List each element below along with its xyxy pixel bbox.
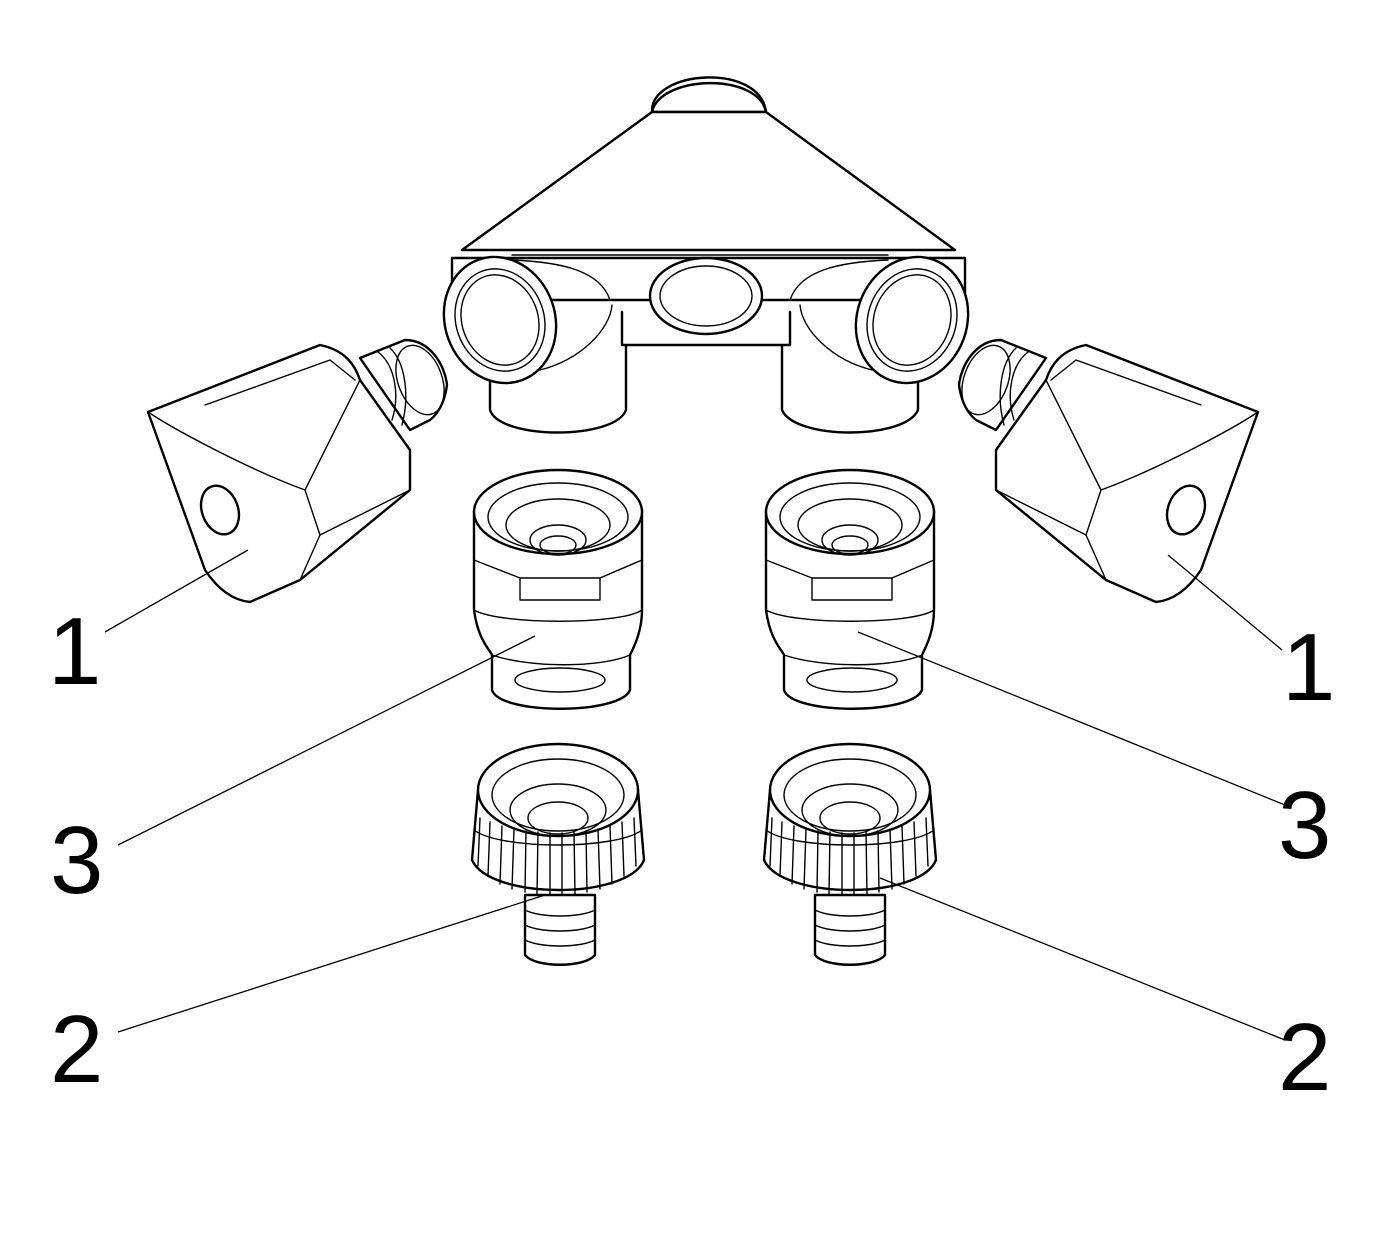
callout-labels: 1 1 3 3 2 2 bbox=[48, 598, 1335, 1111]
callout-right-coupling: 3 bbox=[1278, 772, 1331, 879]
right-nozzle bbox=[957, 338, 1260, 604]
callout-left-coupling: 3 bbox=[50, 807, 103, 914]
callout-right-nozzle: 1 bbox=[1282, 614, 1335, 721]
leader-left-hose-nut bbox=[117, 894, 546, 1033]
left-coupling bbox=[472, 468, 644, 710]
callout-left-nozzle: 1 bbox=[48, 598, 101, 705]
callout-left-hose-nut: 2 bbox=[50, 996, 103, 1103]
right-hose-nut bbox=[762, 742, 938, 966]
left-hose-nut bbox=[470, 742, 646, 966]
leader-left-nozzle bbox=[104, 549, 249, 633]
leader-right-hose-nut bbox=[879, 877, 1286, 1041]
leader-right-nozzle bbox=[1167, 554, 1283, 651]
leader-lines bbox=[104, 549, 1286, 1041]
leader-left-coupling bbox=[117, 635, 536, 846]
left-nozzle bbox=[146, 338, 449, 604]
y-splitter-body bbox=[442, 76, 970, 434]
right-coupling bbox=[764, 468, 936, 710]
leader-right-coupling bbox=[857, 631, 1286, 806]
callout-right-hose-nut: 2 bbox=[1278, 1004, 1331, 1111]
